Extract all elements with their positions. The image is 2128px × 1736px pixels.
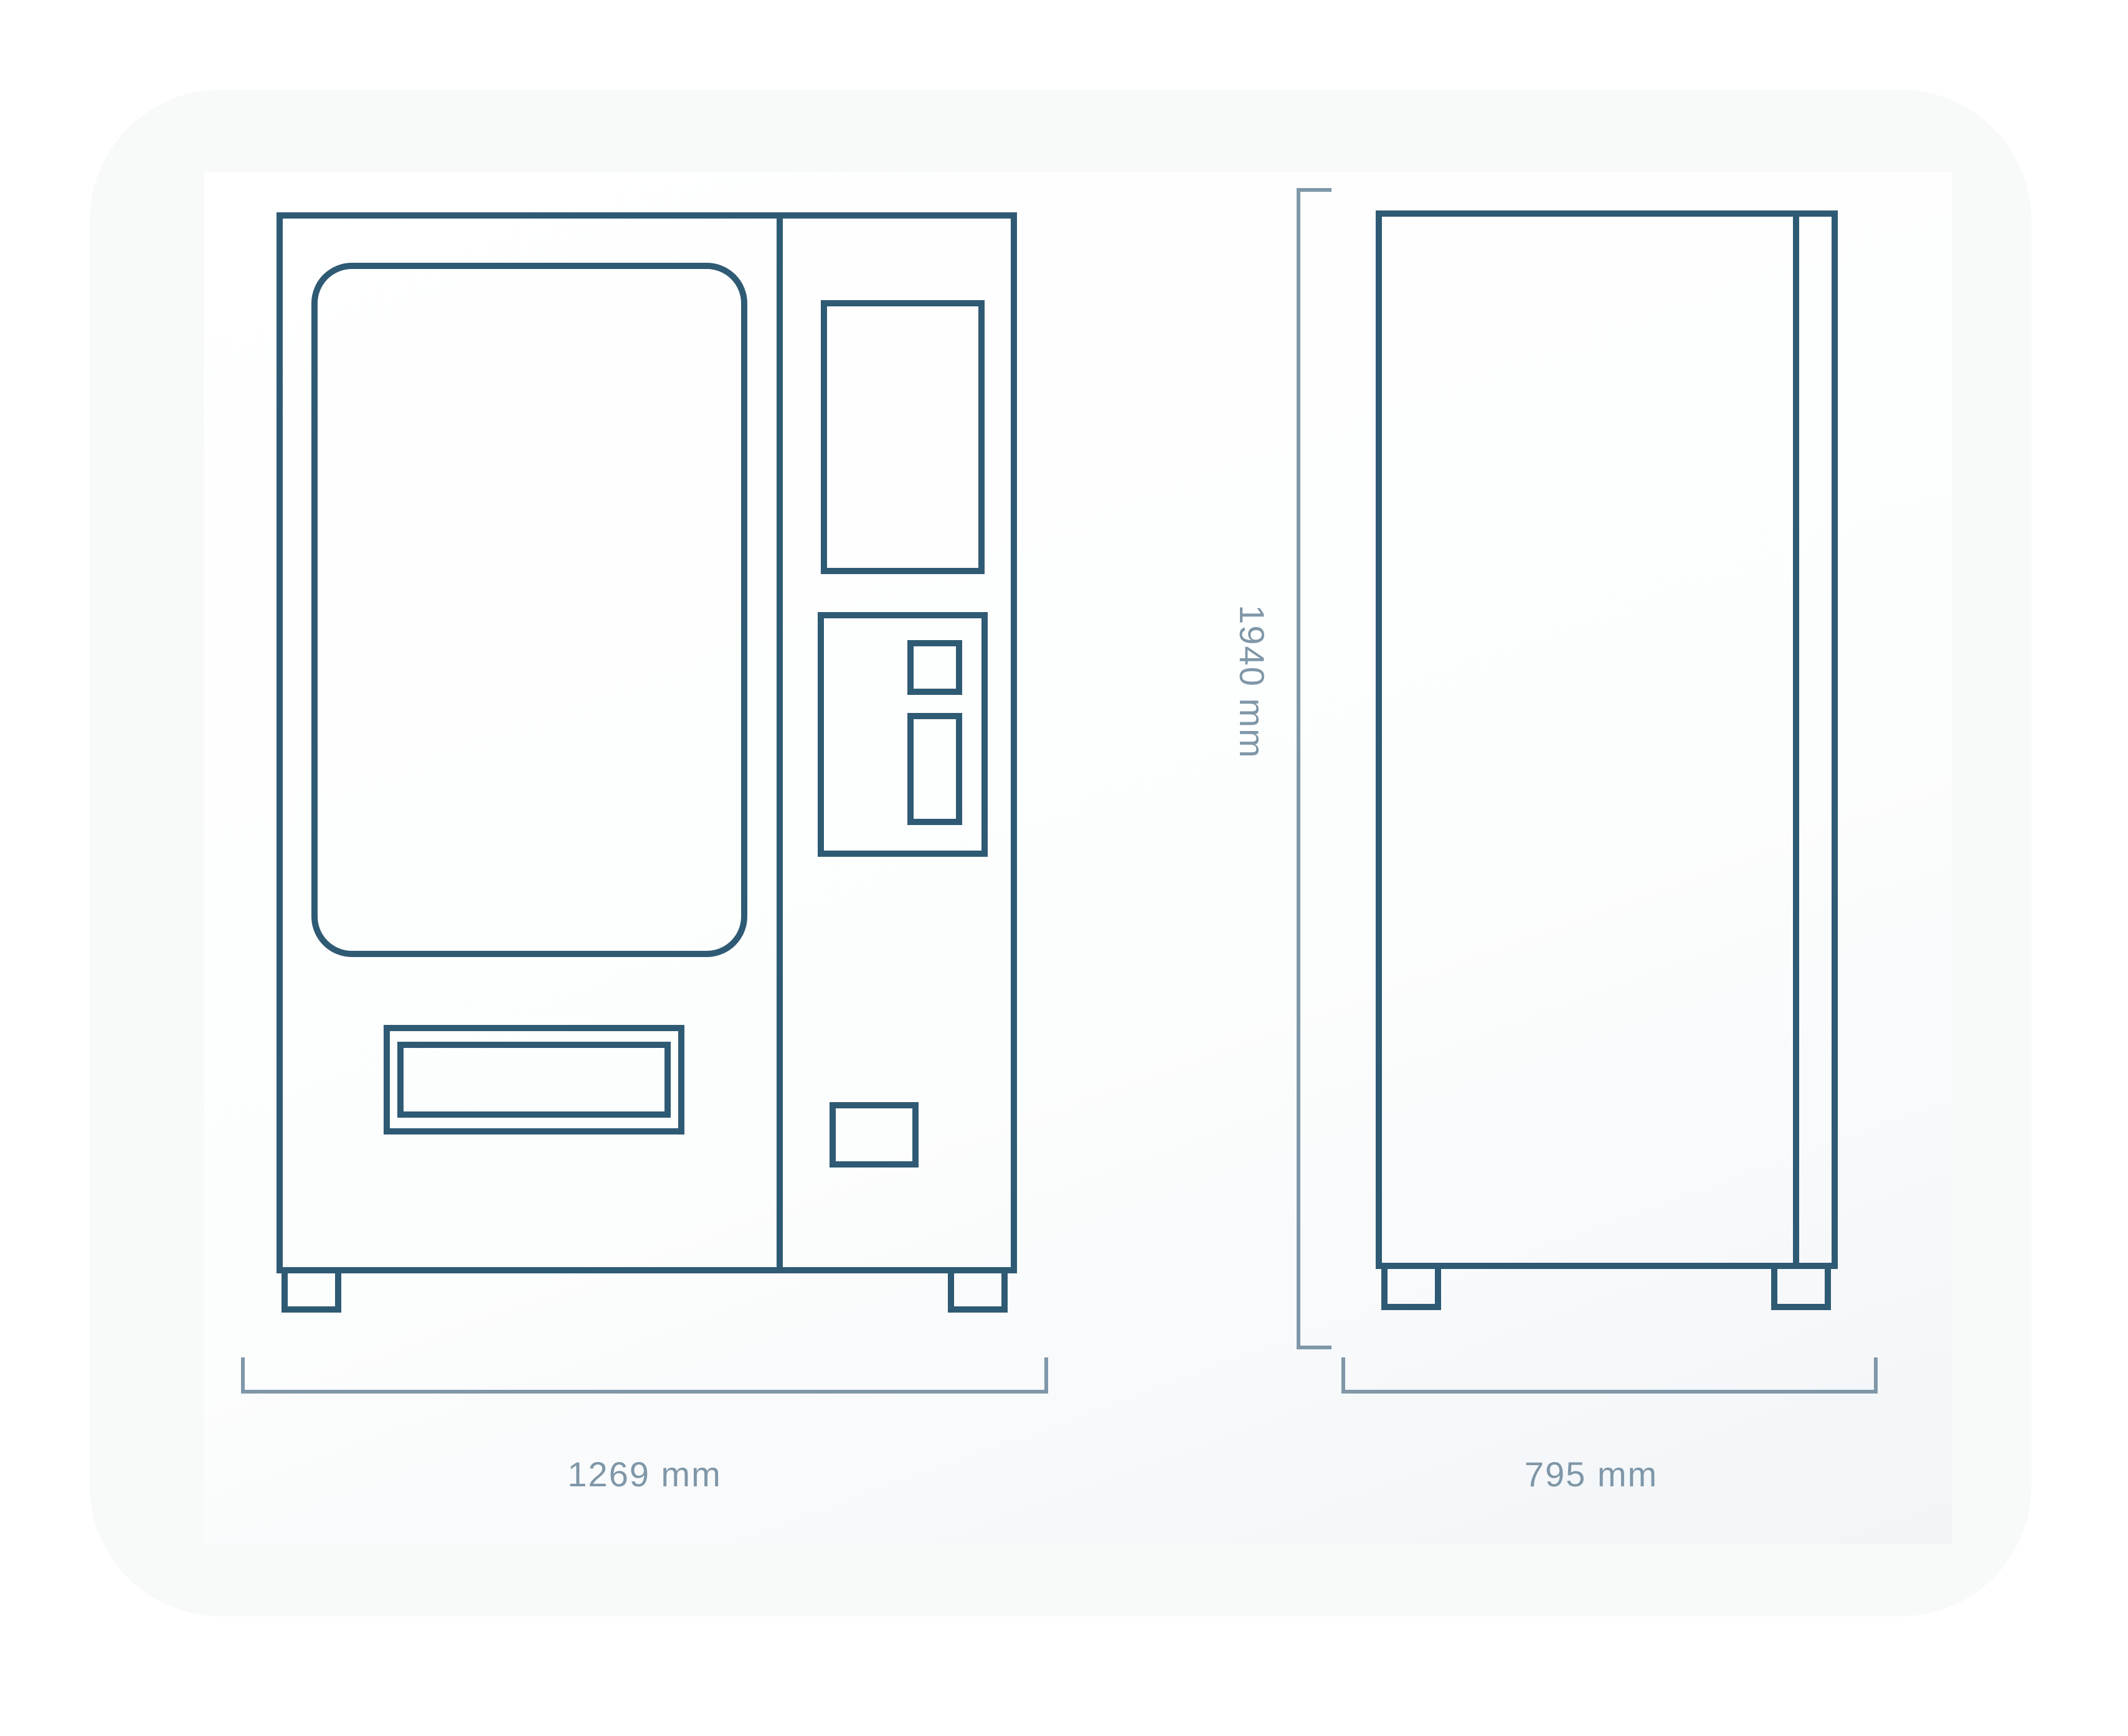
front-width-dimension-line: [241, 1357, 1048, 1394]
side-body: [1376, 210, 1838, 1269]
front-body: [277, 212, 1017, 1273]
front-right-foot: [948, 1267, 1008, 1313]
side-depth-label: 795 mm: [1524, 1455, 1658, 1494]
front-width-label: 1269 mm: [567, 1455, 722, 1494]
side-right-foot: [1771, 1263, 1831, 1310]
payment-panel: [818, 612, 988, 857]
card-slot: [907, 713, 962, 825]
side-depth-dimension-line: [1341, 1357, 1878, 1394]
product-slot-inner: [397, 1042, 671, 1118]
height-label: 1940 mm: [1232, 605, 1272, 759]
side-left-foot: [1381, 1263, 1441, 1310]
coin-slot: [907, 640, 962, 695]
change-return: [830, 1102, 919, 1168]
front-view: [277, 212, 1017, 1313]
height-dimension-line: [1297, 188, 1331, 1349]
front-left-foot: [281, 1267, 341, 1313]
display-window: [311, 263, 747, 957]
side-view: [1376, 210, 1838, 1310]
product-slot-outer: [384, 1025, 684, 1135]
control-screen: [821, 300, 985, 574]
diagram-panel: [204, 172, 1952, 1544]
